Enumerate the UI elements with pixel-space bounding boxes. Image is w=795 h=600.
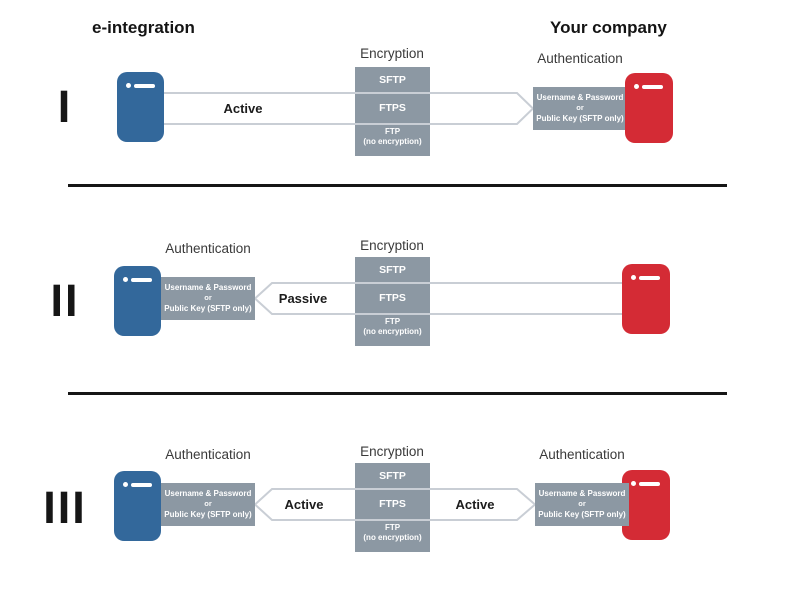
row3-left-authentication-box: Username & Password or Public Key (SFTP …	[161, 483, 255, 526]
encryption-option-ftps: FTPS	[379, 102, 406, 114]
row1-encryption-label: Encryption	[360, 46, 424, 61]
row2-e-integration-server	[114, 266, 161, 336]
row3-your-company-server	[622, 470, 670, 540]
server-led-icon	[123, 482, 128, 487]
server-slot-icon	[131, 482, 152, 487]
row3-numeral: III	[43, 482, 87, 533]
server-led-icon	[123, 277, 128, 282]
server-led-icon	[631, 481, 636, 486]
row1-authentication-label: Authentication	[537, 51, 623, 66]
row1-mode-label: Active	[223, 101, 263, 116]
server-led-icon	[631, 275, 636, 280]
server-slot-icon	[639, 481, 660, 486]
row1-e-integration-server	[117, 72, 164, 142]
row2-mode-label: Passive	[278, 291, 328, 306]
row3-right-authentication-label: Authentication	[539, 447, 625, 462]
divider-row2-row3	[68, 392, 727, 395]
row3-left-mode-label: Active	[284, 497, 324, 512]
server-slot-icon	[639, 275, 660, 280]
encryption-option-ftp: FTP (no encryption)	[363, 127, 422, 146]
encryption-option-sftp: SFTP	[379, 264, 406, 276]
encryption-option-ftp: FTP (no encryption)	[363, 523, 422, 542]
encryption-option-sftp: SFTP	[379, 470, 406, 482]
encryption-option-ftp: FTP (no encryption)	[363, 317, 422, 336]
server-slot-icon	[642, 84, 663, 89]
row2-numeral: II	[50, 275, 80, 326]
row2-your-company-server	[622, 264, 670, 334]
row3-encryption-label: Encryption	[360, 444, 424, 459]
row2-encryption-box: SFTP FTPS FTP (no encryption)	[355, 257, 430, 346]
row1-your-company-server	[625, 73, 673, 143]
row3-right-authentication-box: Username & Password or Public Key (SFTP …	[535, 483, 629, 526]
divider-row1-row2	[68, 184, 727, 187]
server-led-icon	[126, 83, 131, 88]
row2-authentication-box: Username & Password or Public Key (SFTP …	[161, 277, 255, 320]
encryption-option-ftps: FTPS	[379, 292, 406, 304]
encryption-option-ftps: FTPS	[379, 498, 406, 510]
row3-encryption-box: SFTP FTPS FTP (no encryption)	[355, 463, 430, 552]
server-slot-icon	[131, 277, 152, 282]
row3-right-mode-label: Active	[455, 497, 495, 512]
row3-e-integration-server	[114, 471, 161, 541]
left-column-title: e-integration	[92, 18, 195, 37]
server-led-icon	[634, 84, 639, 89]
row1-encryption-box: SFTP FTPS FTP (no encryption)	[355, 67, 430, 156]
row1-authentication-box: Username & Password or Public Key (SFTP …	[533, 87, 627, 130]
row2-authentication-label: Authentication	[165, 241, 251, 256]
server-slot-icon	[134, 83, 155, 88]
row3-left-authentication-label: Authentication	[165, 447, 251, 462]
row1-numeral: I	[57, 81, 73, 132]
encryption-option-sftp: SFTP	[379, 74, 406, 86]
row2-encryption-label: Encryption	[360, 238, 424, 253]
right-column-title: Your company	[550, 18, 667, 37]
